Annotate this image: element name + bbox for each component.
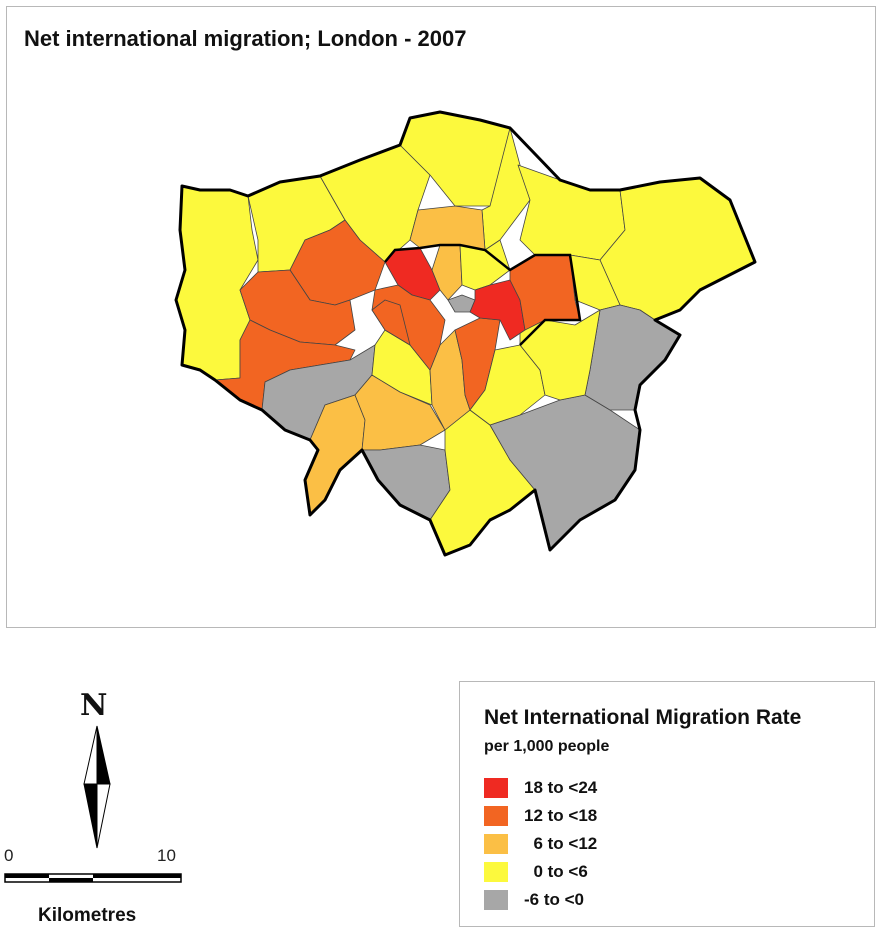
legend-swatch bbox=[484, 834, 508, 854]
scale-start-label: 0 bbox=[4, 846, 14, 865]
legend-swatch bbox=[484, 806, 508, 826]
legend-label: 18 to <24 bbox=[524, 778, 598, 797]
borough-havering[interactable] bbox=[599, 177, 756, 321]
legend-label: 0 to <6 bbox=[524, 862, 588, 881]
legend-label: -6 to <0 bbox=[524, 890, 584, 909]
borough-redbridge[interactable] bbox=[517, 164, 626, 261]
legend-swatch bbox=[484, 862, 508, 882]
legend: Net International Migration Rate per 1,0… bbox=[459, 681, 875, 927]
inner-boundary bbox=[384, 243, 582, 346]
london-map bbox=[174, 110, 757, 557]
borough-tower-hamlets[interactable] bbox=[469, 279, 526, 341]
north-arrow-icon bbox=[83, 725, 111, 849]
borough-kensington[interactable] bbox=[371, 299, 411, 346]
legend-label: 12 to <18 bbox=[524, 806, 598, 825]
scale-units: Kilometres bbox=[38, 905, 137, 926]
borough-greenwich[interactable] bbox=[519, 309, 601, 401]
legend-label: 6 to <12 bbox=[524, 834, 598, 853]
scale-bar bbox=[4, 873, 182, 883]
north-letter: N bbox=[80, 688, 108, 723]
london-outer-boundary bbox=[174, 110, 757, 557]
legend-subtitle: per 1,000 people bbox=[484, 738, 610, 755]
scale-end-label: 10 bbox=[157, 846, 176, 865]
borough-haringey[interactable] bbox=[409, 205, 486, 251]
legend-swatch bbox=[484, 778, 508, 798]
map-title: Net international migration; London - 20… bbox=[24, 26, 467, 51]
legend-title: Net International Migration Rate bbox=[484, 706, 802, 729]
legend-swatch bbox=[484, 890, 508, 910]
borough-hackney[interactable] bbox=[459, 239, 511, 291]
